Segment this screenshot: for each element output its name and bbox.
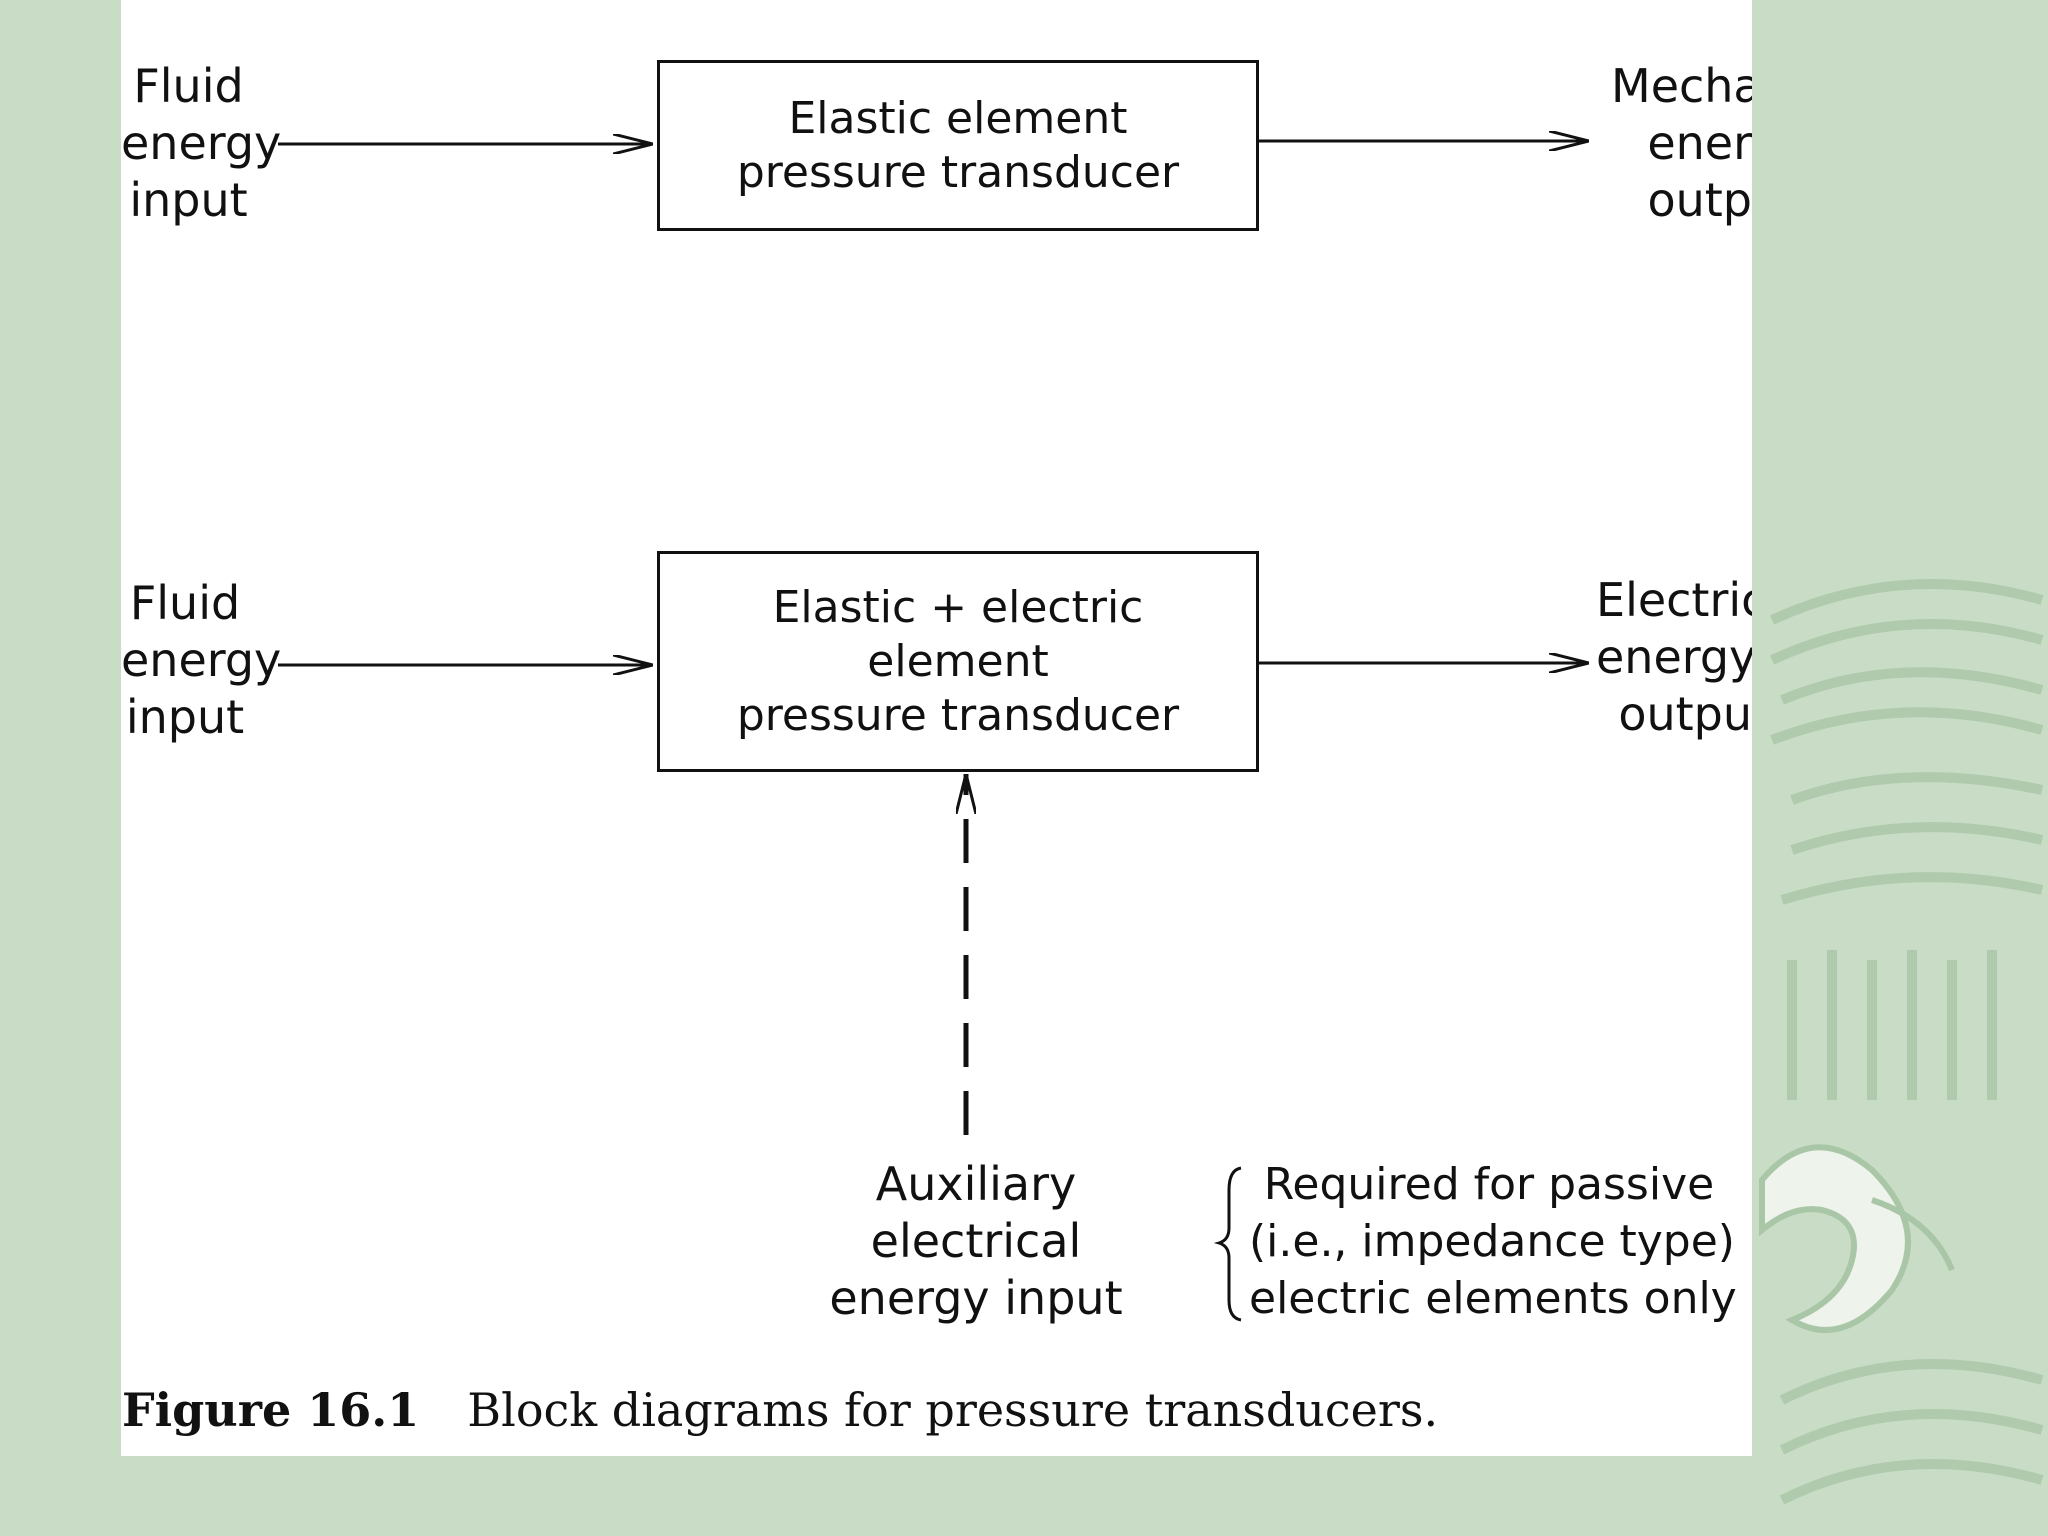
elastic-electric-element-block: Elastic + electric element pressure tran… <box>657 551 1259 772</box>
bottom-input-label: Fluid energy input <box>121 576 282 744</box>
connections <box>278 0 1589 1322</box>
top-input-label: Fluid energy input <box>121 59 282 227</box>
figure-number: Figure 16.1 <box>122 1383 420 1437</box>
note-brace <box>1213 1166 1242 1322</box>
decorative-background-pattern <box>1759 579 2044 1505</box>
elastic-element-block: Elastic element pressure transducer <box>657 60 1259 231</box>
bottom-output-label: Electric energy outpu <box>1596 573 1752 741</box>
figure-caption-text: Block diagrams for pressure transducers. <box>467 1383 1439 1437</box>
figure-caption: Figure 16.1 Block diagrams for pressure t… <box>122 1383 1438 1437</box>
passive-elements-note: Required for passive (i.e., impedance ty… <box>1249 1159 1737 1324</box>
auxiliary-input-label: Auxiliary electrical energy input <box>829 1157 1123 1325</box>
figure-page: Fluid energy input Elastic element press… <box>121 0 1752 1456</box>
top-output-label: Mecha ener outp <box>1611 59 1752 227</box>
